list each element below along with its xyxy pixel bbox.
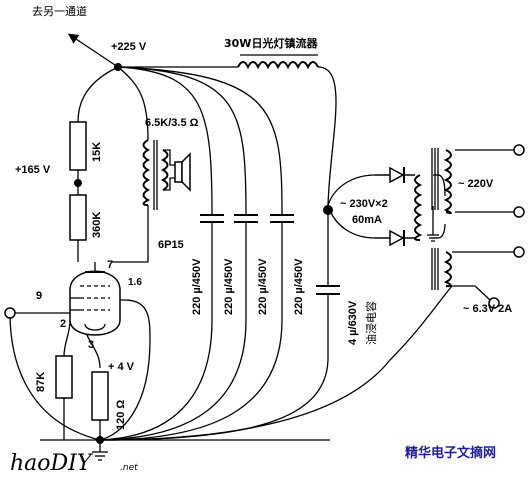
label-cap4: 220 µ/450V bbox=[191, 258, 203, 315]
label-pin3: 3 bbox=[88, 339, 94, 351]
input-terminal bbox=[4, 307, 16, 319]
label-cathode-v: + 4 V bbox=[108, 361, 135, 373]
label-heater: ~ 6.3V 2A bbox=[463, 303, 512, 315]
resistor-15k bbox=[69, 121, 87, 171]
label-tube: 6P15 bbox=[158, 239, 184, 251]
speaker-icon bbox=[174, 152, 191, 192]
label-pin1-6: 1.6 bbox=[128, 277, 142, 288]
label-mains: ~ 220V bbox=[458, 178, 494, 190]
label-b-plus-165: +165 V bbox=[15, 164, 51, 176]
ballast-choke bbox=[237, 54, 319, 70]
schematic-labels: 去另一通道 +225 V 30W日光灯镇流器 6.5K/3.5 Ω +165 V… bbox=[15, 4, 512, 430]
junction-dots bbox=[74, 63, 333, 444]
label-120: 120 Ω bbox=[115, 400, 127, 430]
label-oil-cap-desc: 油浸电容 bbox=[364, 301, 378, 345]
resistor-360k bbox=[69, 194, 87, 241]
label-cap1: 220 µ/450V bbox=[223, 258, 235, 315]
rectifier-diodes bbox=[375, 166, 415, 247]
resistor-87k bbox=[55, 355, 73, 399]
label-oil-cap: 4 µ/630V bbox=[347, 300, 359, 345]
label-pin7: 7 bbox=[107, 259, 113, 271]
power-transformer bbox=[414, 148, 452, 290]
tube-6p15 bbox=[69, 262, 121, 336]
label-to-other-channel: 去另一通道 bbox=[32, 4, 87, 18]
haodiy-logo: haoDIY .net bbox=[10, 451, 138, 476]
label-cap2: 220 µ/450V bbox=[257, 258, 269, 315]
label-15k: 15K bbox=[91, 142, 103, 162]
watermark-site: 精华电子文摘网 bbox=[405, 445, 496, 461]
label-b-plus-225: +225 V bbox=[111, 41, 147, 53]
label-hv-winding: ~ 230V×2 bbox=[340, 198, 388, 210]
label-output-transformer: 6.5K/3.5 Ω bbox=[145, 117, 199, 129]
logo-net-text: .net bbox=[120, 463, 138, 473]
label-ballast: 30W日光灯镇流器 bbox=[224, 36, 318, 50]
wiring bbox=[9, 33, 515, 461]
label-pin9: 9 bbox=[36, 290, 42, 302]
resistor-120 bbox=[91, 371, 109, 421]
mains-terminals bbox=[488, 144, 525, 309]
output-transformer bbox=[142, 139, 175, 210]
label-cap3: 220 µ/450V bbox=[293, 258, 305, 315]
filter-capacitors bbox=[200, 214, 340, 295]
label-pin2: 2 bbox=[60, 318, 66, 330]
logo-text: haoDIY bbox=[10, 451, 94, 476]
label-87k: 87K bbox=[35, 372, 47, 392]
label-hv-current: 60mA bbox=[352, 214, 382, 226]
label-360k: 360K bbox=[91, 212, 103, 238]
